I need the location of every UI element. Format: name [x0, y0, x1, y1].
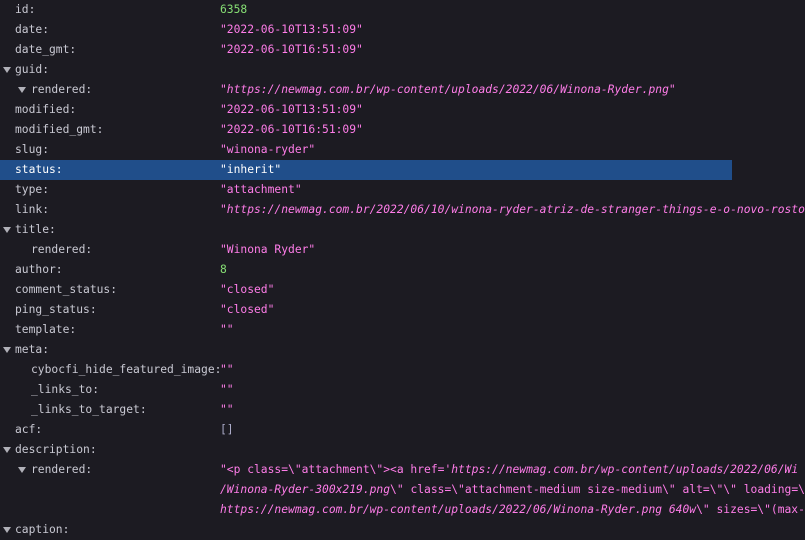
json-key: rendered:	[31, 463, 93, 476]
json-value: "Winona Ryder"	[220, 243, 316, 256]
json-key: description:	[15, 443, 97, 456]
json-row-author[interactable]: author: 8	[0, 260, 732, 280]
json-value: "2022-06-10T13:51:09"	[220, 23, 363, 36]
json-row-status[interactable]: status: "inherit"	[0, 160, 732, 180]
json-row-type[interactable]: type: "attachment"	[0, 180, 732, 200]
json-value: "attachment"	[220, 183, 302, 196]
json-row-guid[interactable]: guid:	[0, 60, 732, 80]
json-value: 8	[220, 263, 227, 276]
json-key: title:	[15, 223, 56, 236]
json-key: rendered:	[31, 243, 93, 256]
json-key: date_gmt:	[15, 43, 77, 56]
json-key: status:	[15, 163, 63, 176]
json-value[interactable]: "https://newmag.com.br/2022/06/10/winona…	[220, 203, 805, 216]
json-value: "closed"	[220, 303, 275, 316]
json-key: _links_to_target:	[31, 403, 147, 416]
json-row-meta-hide-featured-image[interactable]: cybocfi_hide_featured_image: ""	[0, 360, 732, 380]
json-key: date:	[15, 23, 50, 36]
json-row-meta-links-to-target[interactable]: _links_to_target: ""	[0, 400, 732, 420]
json-value[interactable]: "https://newmag.com.br/wp-content/upload…	[220, 83, 676, 96]
json-row-modified-gmt[interactable]: modified_gmt: "2022-06-10T16:51:09"	[0, 120, 732, 140]
json-value: "closed"	[220, 283, 275, 296]
json-value: "winona-ryder"	[220, 143, 316, 156]
json-key: acf:	[15, 423, 43, 436]
html-text: \" class=\"attachment-medium size-medium…	[390, 483, 805, 496]
expand-toggle-icon[interactable]	[18, 87, 26, 93]
expand-toggle-icon[interactable]	[3, 527, 11, 533]
expand-toggle-icon[interactable]	[3, 347, 11, 353]
json-key: guid:	[15, 63, 50, 76]
json-key: ping_status:	[15, 303, 97, 316]
json-key: link:	[15, 203, 50, 216]
json-value: "2022-06-10T16:51:09"	[220, 123, 363, 136]
json-row-acf[interactable]: acf: []	[0, 420, 732, 440]
html-url[interactable]: https://newmag.com.br/wp-content/uploads…	[220, 503, 697, 516]
json-key: type:	[15, 183, 50, 196]
json-key: meta:	[15, 343, 50, 356]
json-value-html: "<p class=\"attachment\"><a href='https:…	[220, 460, 805, 520]
json-key: modified:	[15, 103, 77, 116]
expand-toggle-icon[interactable]	[3, 67, 11, 73]
json-key: _links_to:	[31, 383, 100, 396]
html-value-line: /Winona-Ryder-300x219.png\" class=\"atta…	[220, 480, 805, 500]
json-row-modified[interactable]: modified: "2022-06-10T13:51:09"	[0, 100, 732, 120]
json-value: "inherit"	[220, 163, 282, 176]
json-key: cybocfi_hide_featured_image:	[31, 363, 222, 376]
json-row-link[interactable]: link: "https://newmag.com.br/2022/06/10/…	[0, 200, 805, 220]
json-row-date-gmt[interactable]: date_gmt: "2022-06-10T16:51:09"	[0, 40, 732, 60]
html-text: \" sizes=\"(max-	[696, 503, 805, 516]
json-row-title-rendered[interactable]: rendered: "Winona Ryder"	[0, 240, 732, 260]
json-key: caption:	[15, 523, 70, 536]
expand-toggle-icon[interactable]	[3, 227, 11, 233]
json-row-description-rendered[interactable]: rendered: "<p class=\"attachment\"><a hr…	[0, 460, 805, 520]
json-value: []	[220, 423, 234, 436]
json-row-caption[interactable]: caption:	[0, 520, 732, 540]
json-value: ""	[220, 363, 234, 376]
json-key: template:	[15, 323, 77, 336]
json-value: "2022-06-10T13:51:09"	[220, 103, 363, 116]
json-row-slug[interactable]: slug: "winona-ryder"	[0, 140, 732, 160]
json-key: rendered:	[31, 83, 93, 96]
json-key: id:	[15, 3, 36, 16]
html-value-line: https://newmag.com.br/wp-content/uploads…	[220, 500, 805, 520]
json-row-title[interactable]: title:	[0, 220, 732, 240]
json-value: ""	[220, 403, 234, 416]
html-url[interactable]: https://newmag.com.br/wp-content/uploads…	[451, 463, 799, 476]
json-key: slug:	[15, 143, 50, 156]
html-text: "<p class=\"attachment\"><a href='	[220, 463, 452, 476]
json-value: ""	[220, 383, 234, 396]
json-row-comment-status[interactable]: comment_status: "closed"	[0, 280, 732, 300]
json-key: author:	[15, 263, 63, 276]
json-value: ""	[220, 323, 234, 336]
json-value: 6358	[220, 3, 248, 16]
json-row-meta-links-to[interactable]: _links_to: ""	[0, 380, 732, 400]
json-row-ping-status[interactable]: ping_status: "closed"	[0, 300, 732, 320]
json-row-meta[interactable]: meta:	[0, 340, 732, 360]
html-value-line: "<p class=\"attachment\"><a href='https:…	[220, 460, 798, 480]
json-row-id[interactable]: id: 6358	[0, 0, 732, 20]
json-row-template[interactable]: template: ""	[0, 320, 732, 340]
json-row-description[interactable]: description:	[0, 440, 732, 460]
html-url[interactable]: /Winona-Ryder-300x219.png	[220, 483, 391, 496]
json-key: modified_gmt:	[15, 123, 104, 136]
expand-toggle-icon[interactable]	[18, 467, 26, 473]
json-value: "2022-06-10T16:51:09"	[220, 43, 363, 56]
expand-toggle-icon[interactable]	[3, 447, 11, 453]
json-row-date[interactable]: date: "2022-06-10T13:51:09"	[0, 20, 732, 40]
json-row-guid-rendered[interactable]: rendered: "https://newmag.com.br/wp-cont…	[0, 80, 732, 100]
json-key: comment_status:	[15, 283, 118, 296]
